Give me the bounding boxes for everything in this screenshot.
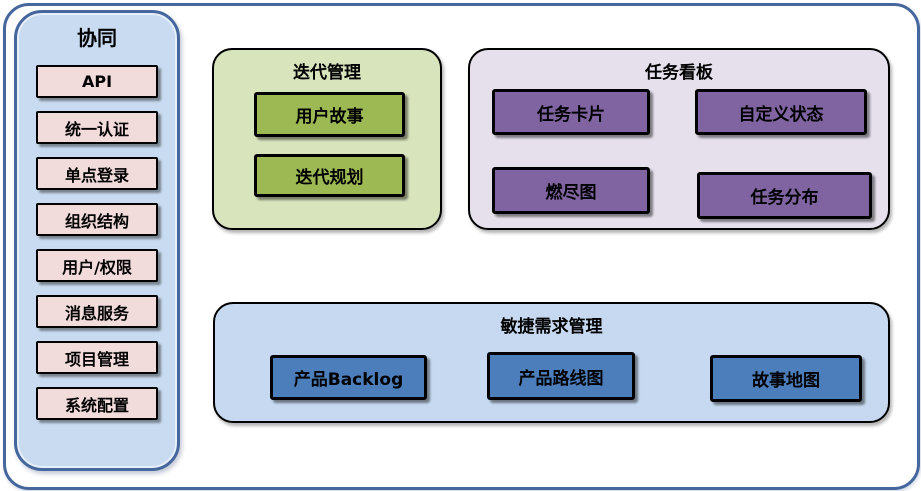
agile-requirements-group: 敏捷需求管理 产品Backlog 产品路线图 故事地图 [213,302,890,423]
agile-item-product-roadmap: 产品路线图 [487,352,635,400]
kanban-item-task-card: 任务卡片 [492,89,650,135]
sidebar-item-org-structure: 组织结构 [36,203,158,236]
sidebar-item-project-management: 项目管理 [36,341,158,374]
sidebar-item-sso: 单点登录 [36,157,158,190]
iteration-group-title: 迭代管理 [293,63,361,83]
kanban-item-task-distribution: 任务分布 [697,172,872,219]
sidebar-item-unified-auth: 统一认证 [36,111,158,144]
agile-group-title: 敏捷需求管理 [500,317,603,337]
iteration-management-group: 迭代管理 用户故事 迭代规划 [212,48,442,230]
kanban-item-custom-status: 自定义状态 [695,89,867,135]
task-kanban-group: 任务看板 任务卡片 自定义状态 燃尽图 任务分布 [468,48,890,230]
sidebar-item-user-permissions: 用户/权限 [36,249,158,282]
sidebar-item-message-service: 消息服务 [36,295,158,328]
agile-item-story-map: 故事地图 [710,355,862,402]
kanban-group-title: 任务看板 [645,63,713,83]
agile-item-product-backlog: 产品Backlog [270,355,427,400]
iteration-item-user-story: 用户故事 [254,92,405,137]
sidebar-item-api: API [36,65,158,98]
sidebar-item-list: API 统一认证 单点登录 组织结构 用户/权限 消息服务 项目管理 系统配置 [36,65,158,420]
sidebar-title: 协同 [77,26,117,50]
sidebar-item-system-config: 系统配置 [36,387,158,420]
kanban-item-burndown-chart: 燃尽图 [492,167,650,214]
collaboration-sidebar: 协同 API 统一认证 单点登录 组织结构 用户/权限 消息服务 项目管理 系统… [14,10,180,471]
iteration-item-iteration-planning: 迭代规划 [254,154,405,197]
